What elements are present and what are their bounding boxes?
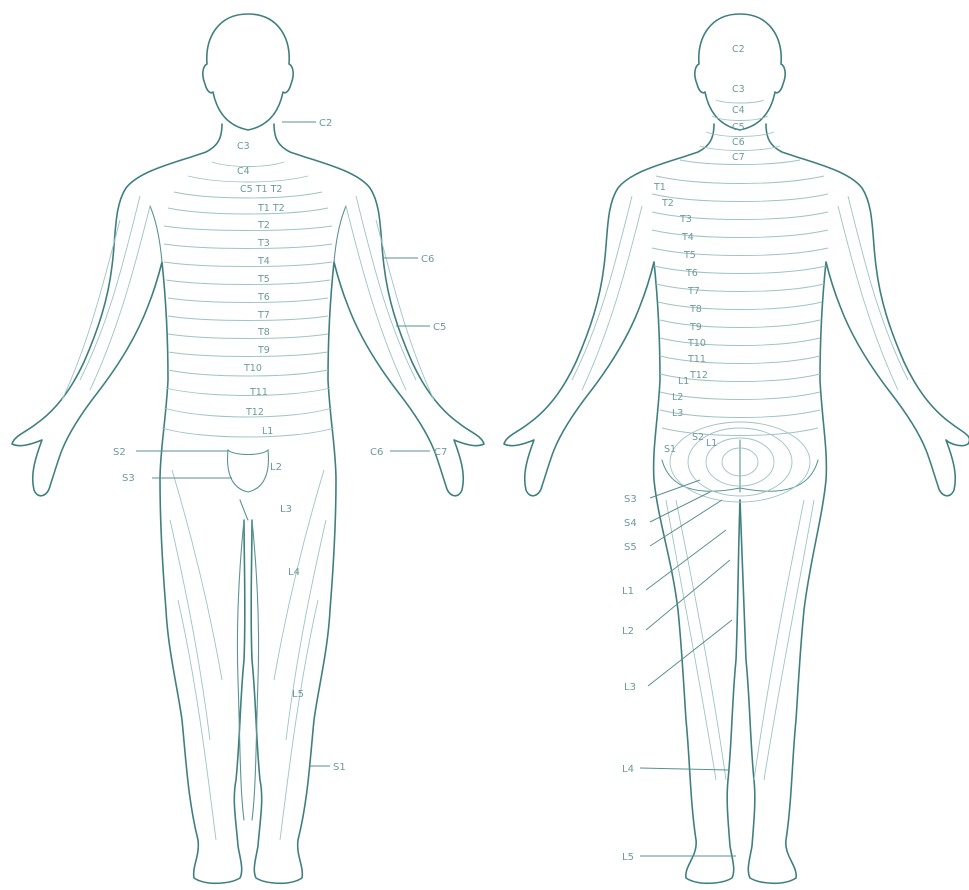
label-t11-back: T11 bbox=[687, 354, 706, 365]
label-l1-back-upper: L1 bbox=[678, 376, 689, 387]
label-c2-front: C2 bbox=[319, 118, 332, 129]
label-t12-front: T12 bbox=[245, 407, 264, 418]
label-l2-back-upper: L2 bbox=[672, 392, 683, 403]
front-genital bbox=[228, 450, 269, 492]
label-t5-front: T5 bbox=[257, 274, 270, 285]
label-t3-front: T3 bbox=[257, 238, 270, 249]
label-s1-back: S1 bbox=[664, 444, 676, 455]
label-l4-front: L4 bbox=[288, 567, 300, 578]
front-figure: C2 C3 C4 C5 T1 T2 T1 T2 T2 T3 T4 T5 T6 T… bbox=[12, 14, 484, 883]
front-body-left-outline bbox=[12, 124, 245, 883]
label-t1-back: T1 bbox=[653, 182, 666, 193]
label-c7-front: C7 bbox=[434, 447, 447, 458]
label-c2-back: C2 bbox=[732, 44, 745, 55]
label-t7-front: T7 bbox=[257, 310, 270, 321]
label-t2-front: T2 bbox=[257, 220, 270, 231]
label-t6-front: T6 bbox=[257, 292, 270, 303]
label-t7-back: T7 bbox=[687, 286, 700, 297]
label-c7-back: C7 bbox=[732, 152, 745, 163]
label-l3-back: L3 bbox=[624, 682, 636, 693]
label-c3-front: C3 bbox=[237, 141, 250, 152]
back-body-right-outline bbox=[740, 124, 969, 883]
label-t9-back: T9 bbox=[689, 322, 702, 333]
back-figure: C2 C3 C4 C5 C6 C7 T1 T2 T3 T4 T5 T6 T7 T… bbox=[504, 14, 969, 883]
label-t5-back: T5 bbox=[683, 250, 696, 261]
label-c4-back: C4 bbox=[732, 105, 745, 116]
label-c6-front-upper: C6 bbox=[421, 254, 434, 265]
label-l3-back-upper: L3 bbox=[672, 408, 683, 419]
label-s2-front: S2 bbox=[113, 447, 126, 458]
label-t2-back: T2 bbox=[661, 198, 674, 209]
label-s3-front: S3 bbox=[122, 473, 135, 484]
label-s5-back: S5 bbox=[624, 542, 637, 553]
label-l2-back: L2 bbox=[622, 626, 634, 637]
label-t10-front: T10 bbox=[243, 363, 262, 374]
label-c6-back: C6 bbox=[732, 137, 745, 148]
label-l1-front: L1 bbox=[262, 426, 273, 437]
label-t8-front: T8 bbox=[257, 327, 270, 338]
label-t4-back: T4 bbox=[681, 232, 694, 243]
back-leaders bbox=[640, 480, 736, 856]
front-inner-legs bbox=[237, 500, 258, 820]
label-l4-back: L4 bbox=[622, 764, 634, 775]
label-l2-front: L2 bbox=[270, 462, 282, 473]
label-c4-front: C4 bbox=[237, 166, 250, 177]
back-arm-bands bbox=[572, 196, 908, 390]
label-l1-back: L1 bbox=[622, 586, 634, 597]
label-s2-back: S2 bbox=[692, 432, 704, 443]
label-c6-front-hand: C6 bbox=[370, 447, 383, 458]
front-leaders bbox=[136, 122, 430, 766]
label-t6-back: T6 bbox=[685, 268, 698, 279]
front-labels: C2 C3 C4 C5 T1 T2 T1 T2 T2 T3 T4 T5 T6 T… bbox=[113, 118, 447, 773]
label-t4-front: T4 bbox=[257, 256, 270, 267]
label-l1-back-sacral: L1 bbox=[706, 438, 717, 449]
label-l5-back: L5 bbox=[622, 852, 634, 863]
label-s3-back: S3 bbox=[624, 494, 637, 505]
label-t1t2-front: T1 T2 bbox=[257, 203, 285, 214]
label-l5-front: L5 bbox=[292, 689, 304, 700]
front-head-outline bbox=[203, 14, 293, 130]
label-c3-back: C3 bbox=[732, 84, 745, 95]
front-leg-bands bbox=[170, 470, 326, 840]
label-t8-back: T8 bbox=[689, 304, 702, 315]
label-t10-back: T10 bbox=[687, 338, 706, 349]
front-torso-bands bbox=[162, 162, 334, 437]
label-c5-t1-front: C5 T1 T2 bbox=[240, 184, 282, 195]
label-s1-front: S1 bbox=[333, 762, 346, 773]
label-t11-front: T11 bbox=[249, 387, 268, 398]
label-t3-back: T3 bbox=[679, 214, 692, 225]
label-c5-front: C5 bbox=[433, 322, 446, 333]
label-l3-front: L3 bbox=[280, 504, 292, 515]
label-c5-back: C5 bbox=[732, 122, 745, 133]
label-t9-front: T9 bbox=[257, 345, 270, 356]
label-s4-back: S4 bbox=[624, 518, 637, 529]
label-t12-back: T12 bbox=[689, 370, 708, 381]
